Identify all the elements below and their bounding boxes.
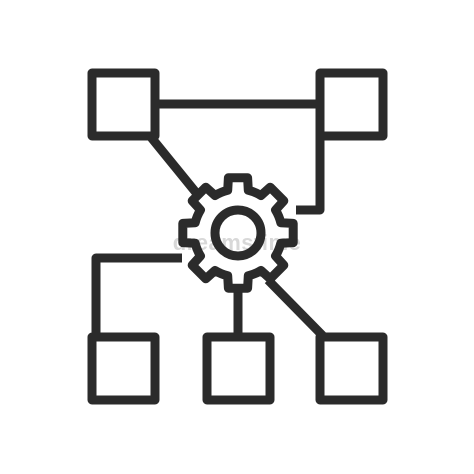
top-left-node-box (87, 68, 160, 141)
bottom-center-node-box (202, 332, 275, 405)
bottom-left-elbow-connector (91, 253, 182, 337)
bottom-left-node-box (87, 332, 160, 405)
bottom-right-node-box (315, 332, 388, 405)
gear-icon (178, 173, 298, 293)
top-right-node-box (315, 68, 388, 141)
bottom-right-diagonal-connector (264, 276, 328, 341)
top-left-diagonal-connector (146, 133, 202, 198)
gear-hub-circle (210, 205, 266, 261)
top-right-elbow-connector (296, 136, 325, 215)
